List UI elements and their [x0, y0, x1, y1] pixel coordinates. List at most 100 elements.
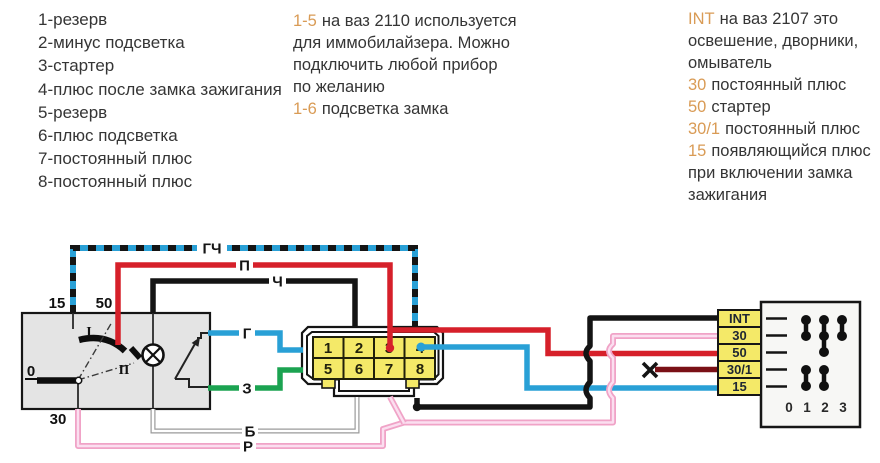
pin4-blue-tip: [416, 342, 426, 352]
label-bg: [242, 423, 258, 439]
label-bg: [240, 438, 256, 454]
note-text: на ваз 2107 это: [719, 10, 839, 28]
terminal-block: INT 30 50 30/1 15: [717, 309, 762, 396]
wire-g-blue: [208, 330, 303, 353]
wire-r-pink-core: [76, 334, 717, 448]
note-highlight: 1-6: [293, 100, 317, 118]
wire-blue-to-15: [421, 344, 717, 391]
legend-item: 5-резерв: [38, 102, 108, 122]
note-text: постоянный плюс: [725, 120, 861, 138]
note-line: омыватель: [688, 52, 871, 74]
note-text: подключить любой прибор: [293, 56, 498, 74]
wire-label-r: Р: [243, 439, 253, 456]
terminal-int-label: INT: [729, 311, 750, 326]
legend-pin-functions: 1-резерв 2-минус подсветка 3-стартер 4-п…: [38, 8, 282, 194]
note-highlight: 1-5: [293, 12, 317, 30]
legend-item: 6-плюс подсветка: [38, 126, 178, 146]
chart-terminal-stubs: [766, 317, 787, 388]
legend-item: 8-постоянный плюс: [38, 172, 193, 192]
position-ii-contact: [128, 345, 143, 361]
terminal-15-label: 15: [732, 379, 746, 394]
note-text: освешение, дворники,: [688, 32, 859, 50]
wire-z-green: [208, 367, 303, 391]
contact-arrowhead: [191, 337, 200, 347]
junction-dot: [412, 402, 422, 412]
switch-terminal-15-label: 15: [49, 295, 66, 312]
note-text: при включении замка: [688, 164, 853, 182]
wire-labels: ГЧ П Ч Г З Б Р: [197, 240, 286, 456]
note-highlight: 15: [688, 142, 707, 160]
pin-7: 7: [385, 361, 393, 378]
wire-label-p: П: [239, 258, 250, 275]
wire-label-g: Г: [243, 326, 252, 343]
wire-label-gch: ГЧ: [202, 241, 221, 258]
position-rays: [77, 321, 135, 381]
terminal-30-label: 30: [732, 328, 746, 343]
rotary-arc: [78, 334, 128, 354]
wire-black-to-int: [414, 315, 717, 410]
note-line: по желанию: [293, 76, 517, 98]
note-highlight: 50: [688, 98, 707, 116]
note-text: омыватель: [688, 54, 772, 72]
contact-dumbbells: [801, 315, 847, 391]
label-bg: [236, 257, 253, 273]
lamp-icon: [141, 343, 165, 367]
wire-label-z: З: [242, 381, 251, 398]
pin-6: 6: [355, 361, 363, 378]
contact-position-chart: 0 1 2 3: [759, 300, 862, 429]
note-text: подсветка замка: [321, 100, 449, 118]
terminal-cells: [717, 309, 762, 396]
wire-p-red: [115, 262, 393, 347]
key-position-label: 0: [785, 400, 793, 415]
legend-item: 4-плюс после замка зажигания: [38, 79, 282, 99]
note-highlight: 30: [688, 76, 707, 94]
note-line: освешение, дворники,: [688, 30, 871, 52]
switch-terminal-0-label: 0: [27, 363, 35, 380]
wires: [70, 245, 717, 449]
note-text: стартер: [711, 98, 771, 116]
wire-ch-black: [150, 278, 358, 328]
switch-terminal-50-label: 50: [96, 295, 113, 312]
pin-cells: [312, 336, 436, 380]
pin3-red-tip: [385, 343, 395, 353]
wire-label-ch: Ч: [272, 274, 283, 291]
label-bg: [239, 380, 255, 396]
pivot-dot: [74, 376, 83, 385]
label-bg: [239, 325, 255, 341]
key-position-label: 3: [839, 400, 847, 415]
switch-position-i-label: I: [86, 325, 91, 340]
note-text: для иммобилайзера. Можно: [293, 34, 510, 52]
connector-8pin: 1 2 3 4 5 6 7 8: [300, 325, 445, 398]
note-line: зажигания: [688, 184, 871, 206]
pin-5: 5: [324, 361, 332, 378]
note-text: зажигания: [688, 186, 768, 204]
note-highlight: INT: [688, 10, 715, 28]
pin-1: 1: [324, 340, 332, 357]
label-bg: [269, 273, 286, 289]
x-mark-icon: [641, 361, 659, 379]
note-highlight: 30/1: [688, 120, 721, 138]
note-line: при включении замка: [688, 162, 871, 184]
terminal-30-1-label: 30/1: [727, 362, 752, 377]
note-text: на ваз 2110 используется: [321, 12, 517, 30]
note-text: появляющийся плюс: [711, 142, 871, 160]
pin-8: 8: [416, 361, 424, 378]
legend-item: 3-стартер: [38, 56, 115, 76]
switch-position-ii-label: II: [119, 363, 130, 378]
legend-item: 2-минус подсветка: [38, 33, 185, 53]
wire-label-b: Б: [245, 424, 256, 441]
key-position-label: 1: [803, 400, 811, 415]
key-position-label: 2: [821, 400, 829, 415]
legend-item: 7-постоянный плюс: [38, 149, 193, 169]
legend-item: 1-резерв: [38, 10, 108, 29]
